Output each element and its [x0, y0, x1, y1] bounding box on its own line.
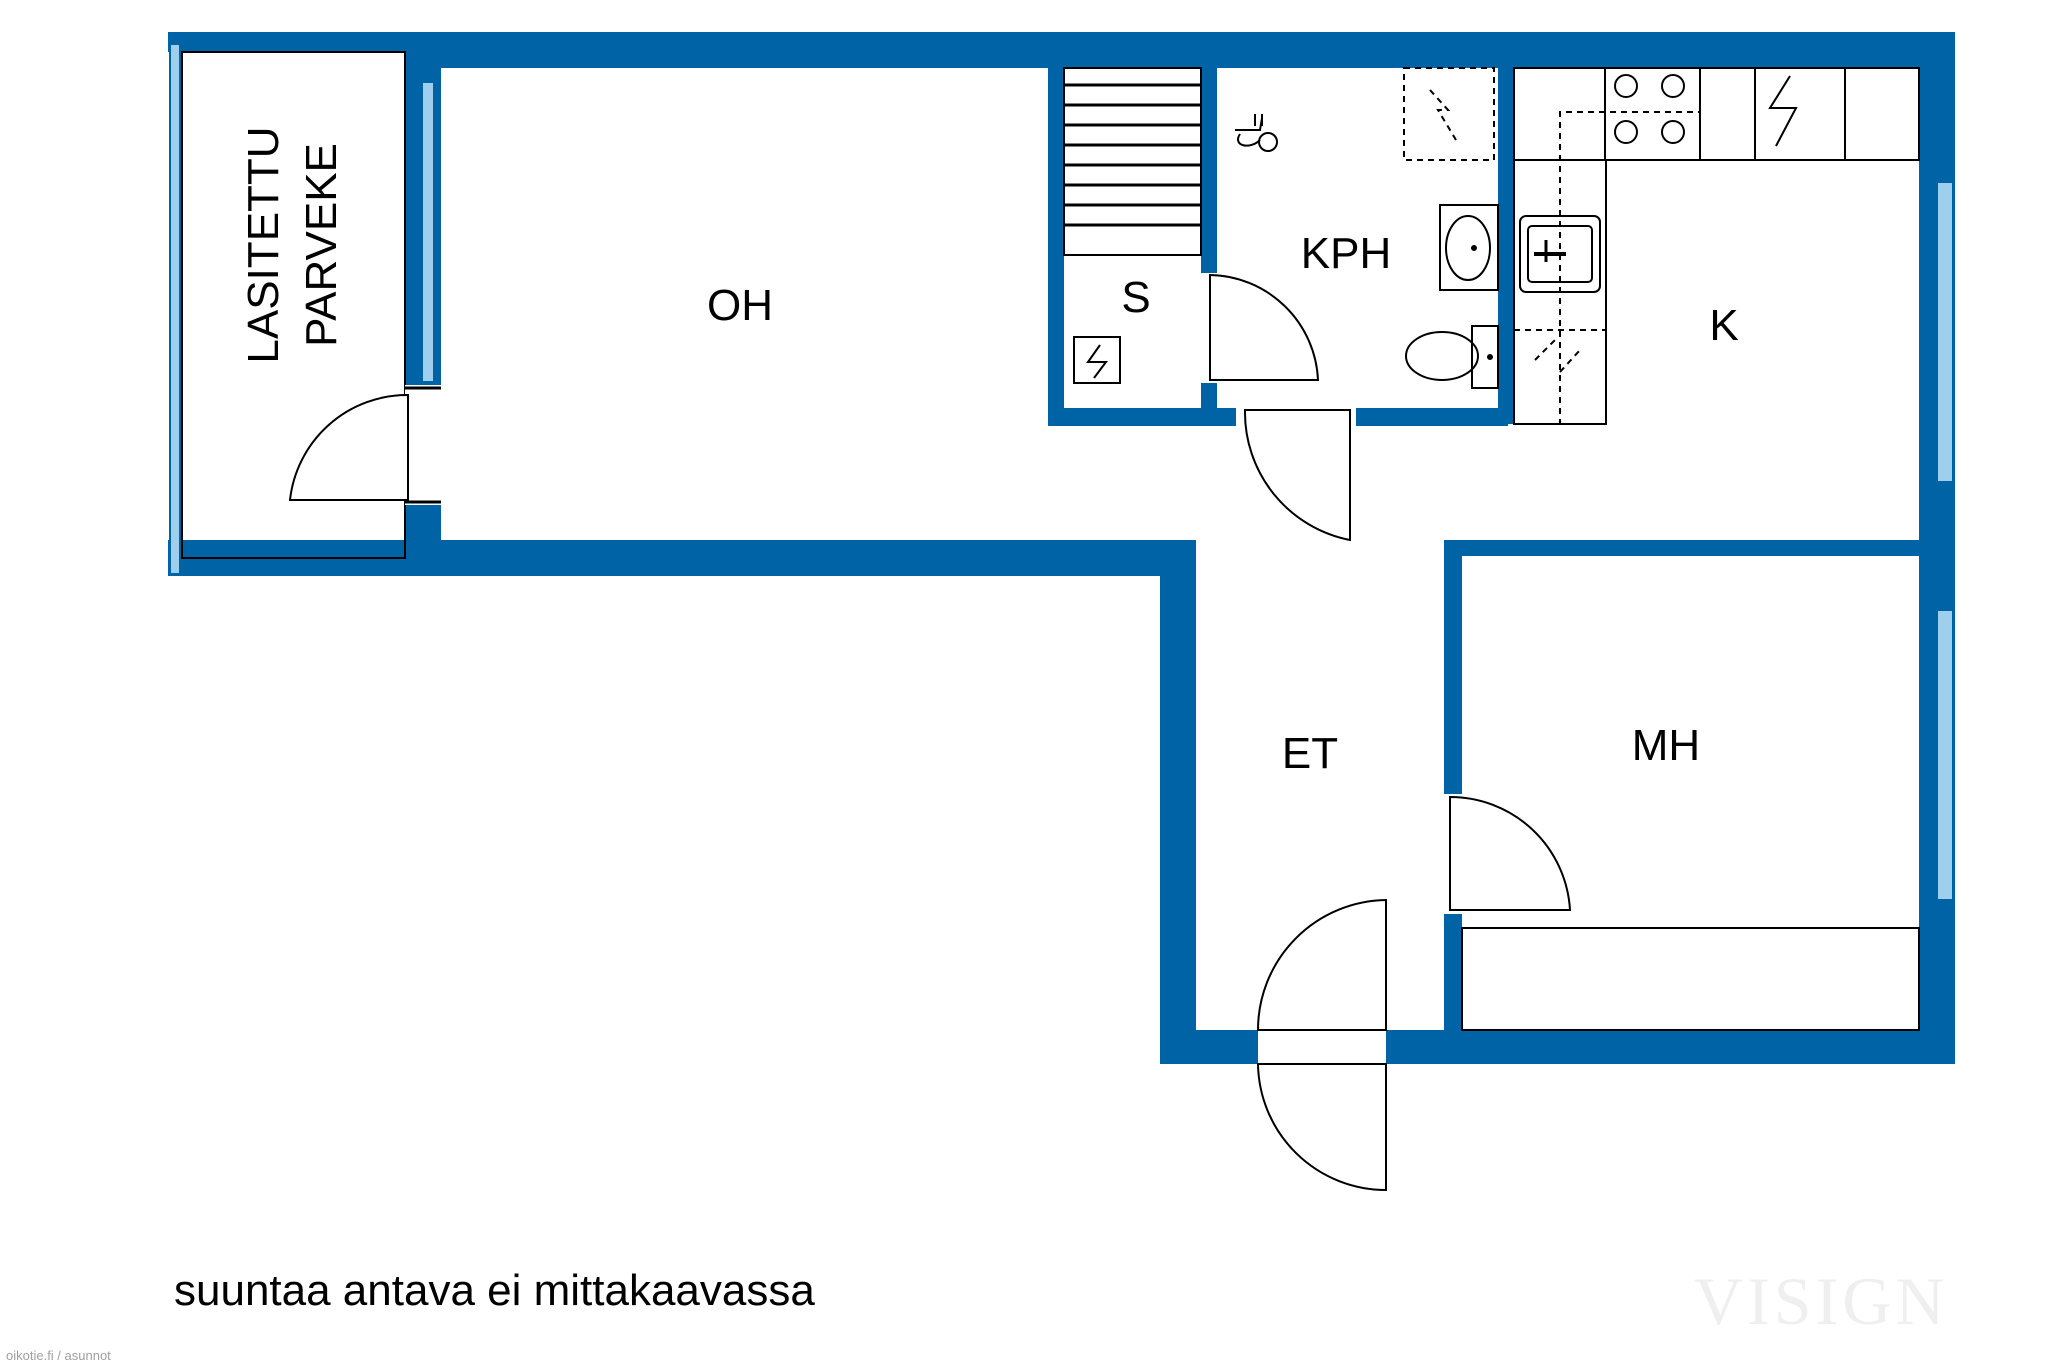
toilet-icon: [1405, 325, 1499, 389]
window-mh: [1936, 609, 1954, 901]
room-label-mh: MH: [1632, 721, 1700, 770]
room-label-et: ET: [1282, 729, 1338, 778]
door-s: [1209, 273, 1320, 381]
entrance-door-outer: [1256, 1063, 1387, 1192]
shower-icon: [1235, 114, 1278, 152]
doors: [288, 273, 1572, 1192]
stove-power-icon: [1768, 75, 1798, 147]
window-oh: [421, 81, 435, 383]
windows: [169, 43, 1954, 901]
room-label-oh: OH: [707, 281, 773, 330]
source-credit: oikotie.fi / asunnot: [6, 1348, 111, 1363]
washing-machine-area: [1403, 67, 1495, 161]
door-kph: [1243, 409, 1351, 542]
disclaimer-note: suuntaa antava ei mittakaavassa: [174, 1266, 815, 1315]
sauna-benches: [1063, 67, 1202, 256]
room-label-k: K: [1709, 301, 1738, 350]
room-label-balcony-line1: LASITETTU: [239, 126, 288, 363]
door-mh: [1449, 795, 1572, 911]
kitchen-dashed-lines: [1514, 111, 1700, 425]
entrance-door-inner: [1256, 898, 1387, 1031]
window-k: [1936, 181, 1954, 483]
wardrobe: [1461, 927, 1920, 1031]
sink-icon: [1439, 204, 1499, 291]
watermark: VISIGN: [1694, 1263, 1949, 1339]
kitchen-sink-icon: [1519, 215, 1601, 293]
room-label-s: S: [1121, 273, 1150, 322]
room-label-kph: KPH: [1301, 229, 1391, 278]
kitchen-counter: [1513, 67, 1920, 425]
door-balcony: [288, 393, 409, 501]
balcony-glazing: [169, 43, 181, 575]
stove-burners: [1614, 74, 1685, 144]
balcony: [181, 51, 406, 559]
sauna-stove-icon: [1073, 336, 1121, 384]
room-label-balcony-line2: PARVEKE: [297, 143, 346, 347]
